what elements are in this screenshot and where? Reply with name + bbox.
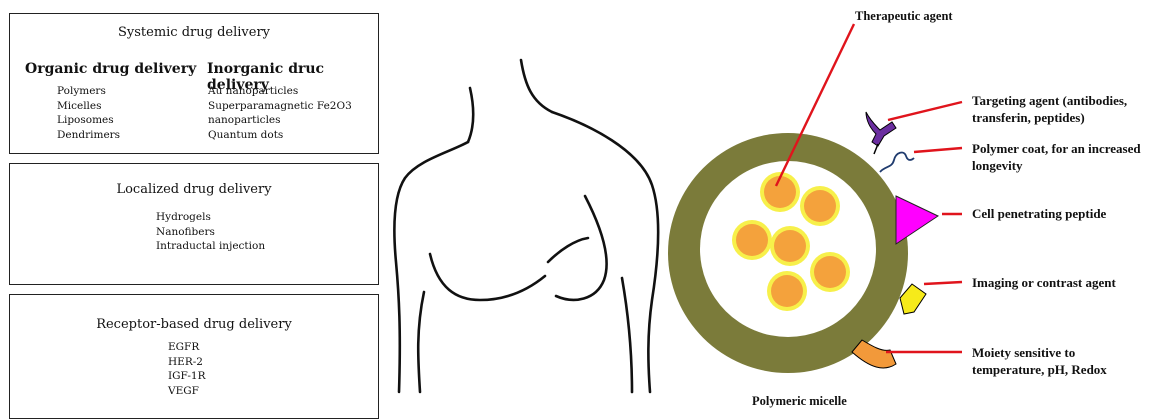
polymer-coat-pointer [914,148,962,152]
targeting-agent-label: Targeting agent (antibodies, transferin,… [972,92,1162,126]
cell-penetrating-peptide-icon [896,196,938,244]
imaging-pointer [924,282,962,284]
imaging-agent-label: Imaging or contrast agent [972,274,1116,291]
moiety-label: Moiety sensitive to temperature, pH, Red… [972,344,1142,378]
polymer-coat-icon [880,153,914,172]
micelle-caption: Polymeric micelle [752,394,847,409]
therapeutic-agent-label: Therapeutic agent [855,9,953,24]
targeting-agent-icon [866,112,896,146]
polymer-coat-label: Polymer coat, for an increased longevity [972,140,1162,174]
moiety-icon [852,340,896,368]
imaging-agent-icon [900,284,926,314]
targeting-pointer [888,102,962,120]
cell-penetrating-peptide-label: Cell penetrating peptide [972,205,1106,222]
